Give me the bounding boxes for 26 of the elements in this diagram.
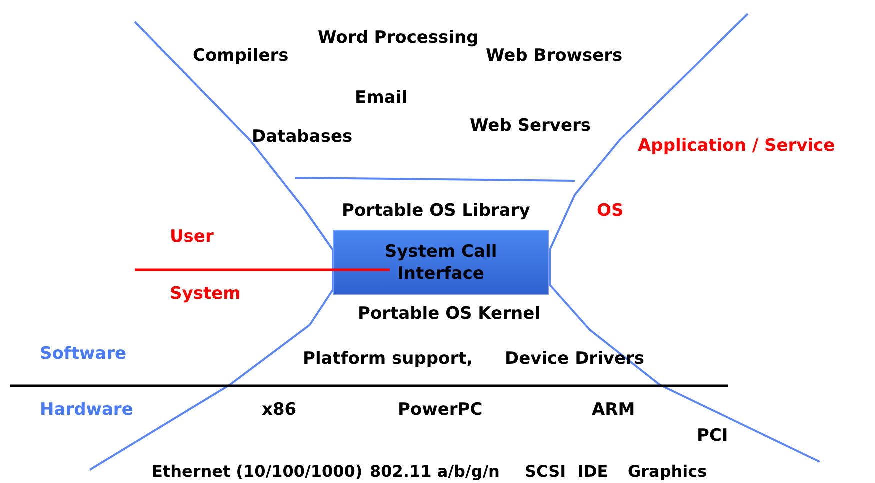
component-label: 802.11 a/b/g/n (370, 462, 500, 482)
component-label: IDE (578, 462, 608, 482)
component-label: Portable OS Library (342, 201, 530, 221)
component-label: Compilers (193, 46, 289, 66)
component-label: Web Servers (470, 116, 592, 136)
component-label: Web Browsers (486, 46, 623, 66)
component-label: Platform support, (303, 349, 474, 369)
component-label: SCSI (525, 462, 566, 482)
layer-label: System (170, 284, 241, 304)
component-label: PCI (697, 426, 728, 446)
layer-label: Application / Service (638, 136, 836, 156)
layer-label: Software (40, 344, 127, 364)
box-text: System Call Interface (384, 240, 498, 284)
layer-label: Hardware (40, 400, 134, 420)
component-label: x86 (262, 400, 297, 420)
component-label: PowerPC (398, 400, 483, 420)
component-label: Word Processing (318, 28, 479, 48)
interface-box (333, 230, 549, 295)
layer-label: OS (597, 201, 624, 221)
layer-label: User (170, 227, 214, 247)
component-label: Databases (252, 127, 353, 147)
component-label: Email (355, 88, 408, 108)
component-label: Graphics (628, 462, 708, 482)
component-label: Portable OS Kernel (358, 304, 540, 324)
component-label: Ethernet (10/100/1000) (152, 462, 363, 482)
component-label: ARM (592, 400, 636, 420)
